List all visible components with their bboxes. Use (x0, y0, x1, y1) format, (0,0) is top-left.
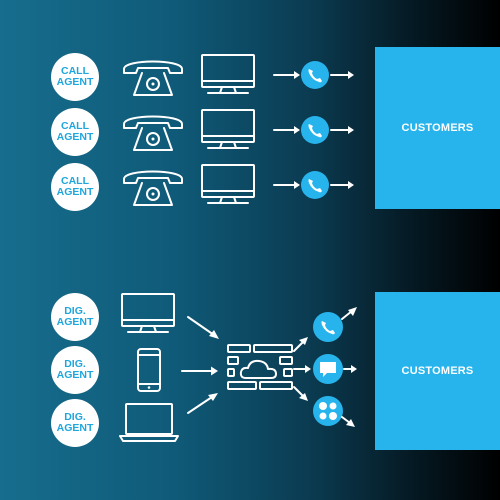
telephone-icon (123, 60, 183, 96)
phone-call-icon (308, 69, 322, 83)
customers-label: CUSTOMERS (401, 365, 474, 377)
monitor-icon (201, 164, 255, 204)
customers-label: CUSTOMERS (401, 122, 474, 134)
flow-arrows-in (181, 316, 219, 414)
phone-call-icon (308, 124, 322, 138)
social-media-icon (319, 402, 337, 420)
monitor-icon (201, 109, 255, 149)
smartphone-icon (137, 348, 161, 392)
phone-call-icon (321, 321, 335, 335)
laptop-icon (119, 403, 179, 442)
channel-flow-row (273, 116, 354, 144)
monitor-icon (121, 293, 175, 333)
phone-call-icon (308, 179, 322, 193)
channel-flow-out (293, 307, 357, 427)
digital-agent-badge: DIG.AGENT (51, 346, 99, 394)
digital-agent-badge: DIG.AGENT (51, 293, 99, 341)
channel-flow-row (273, 171, 354, 199)
cloud-firewall-icon (227, 344, 293, 390)
monitor-icon (201, 54, 255, 94)
telephone-icon (123, 170, 183, 206)
customers-box: CUSTOMERS (375, 292, 500, 450)
channel-flow-row (273, 61, 354, 89)
chat-message-icon (320, 362, 336, 377)
digital-agent-badge: DIG.AGENT (51, 399, 99, 447)
customers-box: CUSTOMERS (375, 47, 500, 209)
telephone-icon (123, 115, 183, 151)
